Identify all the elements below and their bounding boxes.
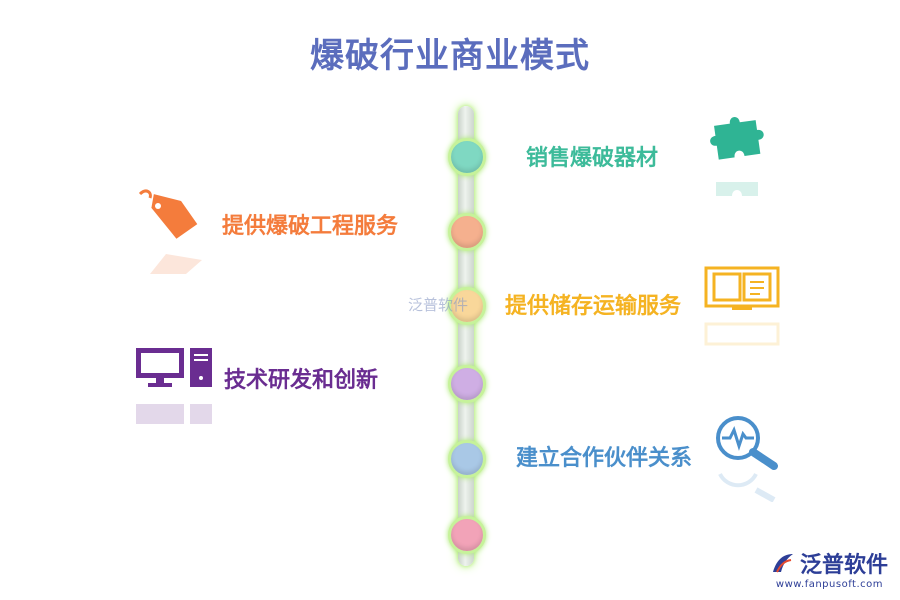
brand-name: 泛普软件 <box>799 553 888 578</box>
timeline-node-4 <box>448 365 486 403</box>
timeline-node-5 <box>448 440 486 478</box>
book-icon <box>704 266 780 310</box>
price-tag-icon <box>138 189 198 239</box>
label-engineering-service: 提供爆破工程服务 <box>222 214 399 239</box>
label-storage-transport: 提供储存运输服务 <box>505 294 682 319</box>
magnifier-icon-reflection <box>718 473 776 502</box>
timeline-node-3 <box>448 287 486 325</box>
center-watermark: 泛普软件 <box>408 296 469 314</box>
timeline-node-6 <box>448 516 486 554</box>
magnifier-icon <box>716 416 778 470</box>
computer-icon <box>136 348 212 387</box>
timeline-node-1 <box>448 138 486 176</box>
label-partnership: 建立合作伙伴关系 <box>516 446 693 471</box>
page-title: 爆破行业商业模式 <box>310 36 590 76</box>
puzzle-icon-reflection <box>716 182 758 196</box>
book-icon-reflection <box>704 322 780 346</box>
brand-logo-icon <box>772 554 793 573</box>
price-tag-icon-reflection <box>150 254 202 274</box>
brand-url: www.fanpusoft.com <box>775 579 883 590</box>
computer-icon-reflection <box>136 404 212 424</box>
label-rnd-innovation: 技术研发和创新 <box>224 368 379 393</box>
label-sell-equipment: 销售爆破器材 <box>526 146 659 171</box>
puzzle-icon <box>710 117 764 160</box>
brand-logo: 泛普软件 www.fanpusoft.com <box>771 547 888 590</box>
timeline-node-2 <box>448 213 486 251</box>
